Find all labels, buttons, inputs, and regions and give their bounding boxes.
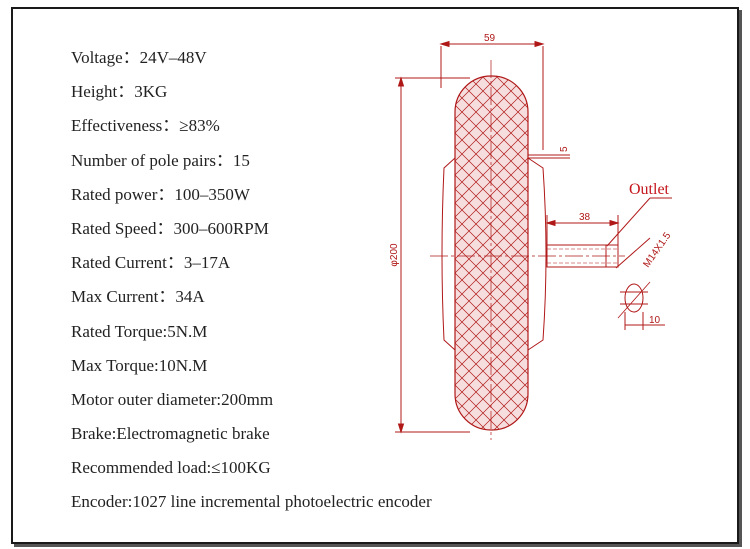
spec-rated-current: Rated Current：3–17A [71, 253, 231, 273]
dim-flat-label: 10 [649, 315, 661, 326]
spec-max-torque: Max Torque:10N.M [71, 355, 208, 375]
spec-rated-torque: Rated Torque:5N.M [71, 321, 208, 341]
dim-thread-label: M14X1.5 [641, 230, 673, 269]
dim-diameter-label: φ200 [389, 243, 400, 267]
hub-housing-right [527, 157, 547, 351]
spec-outer-diameter: Motor outer diameter:200mm [71, 389, 274, 409]
spec-list: Voltage：24V–48V Height：3KG Effectiveness… [71, 44, 432, 523]
spec-max-current: Max Current：34A [71, 287, 205, 307]
spec-sheet-frame [11, 7, 739, 544]
spec-rated-speed: Rated Speed：300–600RPM [71, 218, 269, 238]
outlet-label: Outlet [629, 181, 670, 198]
spec-effectiveness: Effectiveness：≥83% [71, 116, 220, 136]
dim-shaft-length-label: 38 [579, 212, 591, 223]
spec-encoder: Encoder:1027 line incremental photoelect… [71, 492, 432, 512]
spec-rated-power: Rated power：100–350W [71, 184, 250, 204]
shaft-flat-detail [624, 283, 644, 313]
spec-brake: Brake:Electromagnetic brake [71, 424, 270, 444]
spec-pole-pairs: Number of pole pairs：15 [71, 150, 250, 170]
spec-weight: Height：3KG [71, 82, 168, 102]
dim-offset-label: 5 [559, 146, 570, 152]
spec-voltage: Voltage：24V–48V [71, 48, 207, 67]
hub-housing [441, 157, 456, 351]
dim-width-label: 59 [484, 33, 496, 44]
tire-section [454, 75, 529, 431]
spec-recommended-load: Recommended load:≤100KG [71, 458, 271, 478]
